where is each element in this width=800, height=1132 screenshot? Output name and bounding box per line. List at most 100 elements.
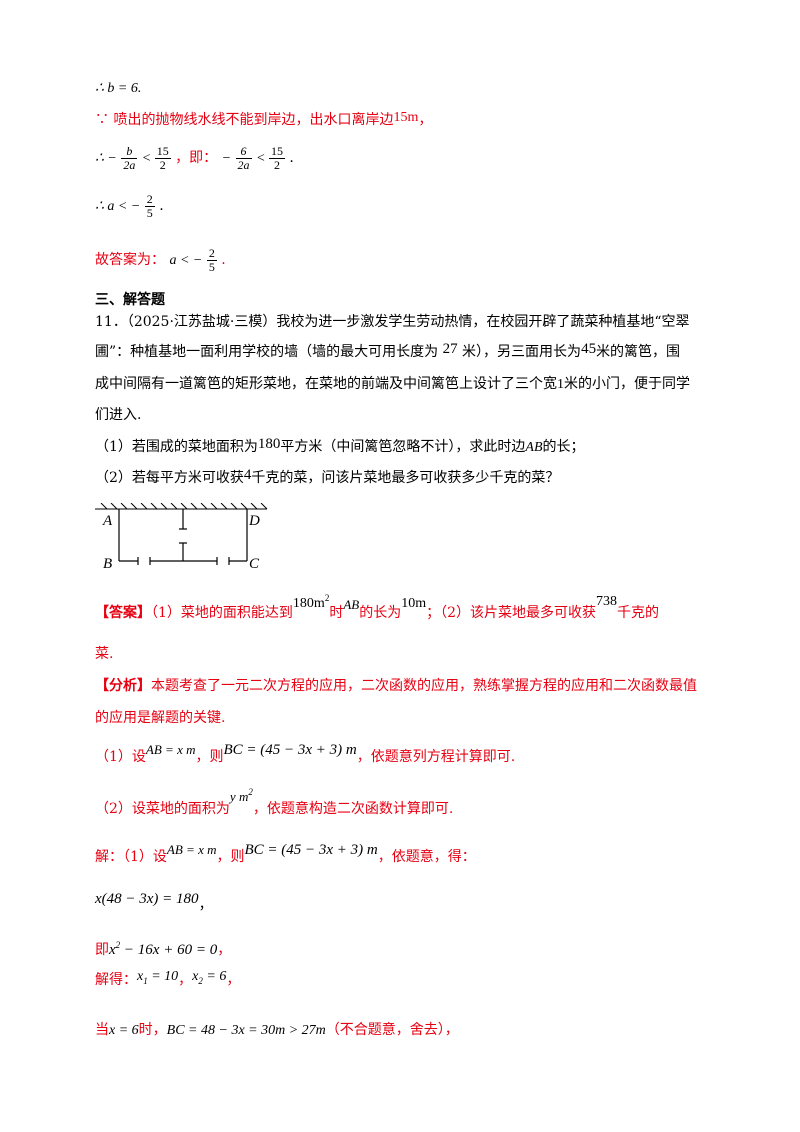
problem-line-4: 们进入.	[95, 407, 142, 423]
equation-3: 解得：x1 = 10，x2 = 6，	[95, 969, 240, 991]
fence	[118, 509, 248, 565]
txt: 时，	[138, 1022, 167, 1038]
value-180: 180	[257, 436, 281, 452]
den: 5	[208, 259, 215, 274]
sup: 2	[324, 593, 330, 603]
value-10m: 10m	[401, 596, 427, 611]
txt: 千克的	[617, 605, 660, 621]
txt: （1）设	[95, 749, 146, 765]
value-15m: 15m	[393, 110, 419, 125]
val: y m	[229, 789, 249, 804]
lt: <	[141, 151, 155, 166]
val: 180m	[292, 596, 325, 611]
txt: 平方米（中间篱笆忽略不计），求此时边	[280, 439, 526, 455]
txt: 时	[329, 605, 344, 621]
txt: 米），另三面用长为	[457, 344, 582, 360]
punct: ，	[418, 112, 433, 128]
analysis-line-1: 【分析】本题考查了一元二次方程的应用，二次函数的应用，熟练掌握方程的应用和二次函…	[95, 676, 697, 696]
equation-1: x(48 − 3x) = 180，	[95, 890, 213, 920]
den: 2a	[237, 157, 250, 172]
analysis-line-2: 的应用是解题的关键.	[95, 710, 226, 726]
problem-line-3: 成中间隔有一道篱笆的矩形菜地，在菜地的前端及中间篱笆上设计了三个宽1米的小门，便…	[95, 374, 690, 395]
rest: − 16x + 60 = 0	[120, 942, 218, 958]
txt: 米的篱笆，围	[596, 344, 681, 360]
txt: 解：（1）设	[95, 849, 167, 865]
root-2: x2 = 6	[192, 969, 227, 986]
line-b-equals-6: ∴ b = 6.	[95, 78, 141, 99]
txt: 千克的菜，问该片菜地最多可收获多少千克的菜？	[251, 470, 560, 486]
txt: 解得：	[95, 972, 137, 988]
num: 15	[268, 143, 285, 159]
punct: ，	[198, 897, 213, 913]
eq-x-48: x(48 − 3x) = 180	[95, 891, 199, 907]
den: 5	[146, 205, 153, 220]
num: 15	[154, 143, 171, 159]
txt: （1）若围成的菜地面积为	[95, 439, 258, 455]
val: = 6	[202, 969, 227, 984]
section-title: 三、解答题	[95, 292, 165, 308]
den: 2	[159, 157, 166, 172]
sup: 2	[115, 940, 121, 950]
equation-2: 即x2 − 16x + 60 = 0，	[95, 940, 231, 961]
txt: （2）若每平方米可收获	[95, 470, 244, 486]
answer-line-2: 菜.	[95, 646, 114, 662]
line-water-condition: ∵ 喷出的抛物线水线不能到岸边，出水口离岸边15m，	[95, 110, 432, 131]
analysis-step-2: （2）设菜地的面积为y m2 ，依题意构造二次函数计算即可.	[95, 787, 454, 824]
var: x	[192, 969, 199, 984]
solution-line-1: 解：（1）设AB = x m，则BC = (45 − 3x + 3) m，依题意…	[95, 842, 476, 872]
equation-4: 当x = 6时，BC = 48 − 3x = 30m > 27m（不合题意，舍去…	[95, 1020, 459, 1041]
analysis-step-1: （1）设AB = x m，则BC = (45 − 3x + 3) m，依题意列方…	[95, 742, 515, 772]
root-1: x1 = 10	[137, 969, 178, 986]
var: x	[137, 969, 144, 984]
num: 2	[206, 245, 217, 261]
txt: ，依题意，得：	[377, 849, 476, 865]
sub: 1	[143, 976, 148, 986]
lt: <	[255, 151, 269, 166]
label-d: D	[248, 513, 260, 529]
math-b-6: ∴ b = 6.	[95, 81, 142, 96]
txt: 成中间隔有一道篱笆的矩形菜地，在菜地的前端及中间篱笆上设计了三个宽	[95, 376, 557, 392]
therefore-a: ∴ a < −	[95, 199, 141, 214]
txt: 本题考查了一元二次方程的应用，二次函数的应用，熟练掌握方程的应用和二次函数最值	[151, 678, 697, 694]
num: 6	[235, 144, 252, 159]
eq-quadratic: x2 − 16x + 60 = 0	[109, 940, 218, 958]
den: 2	[273, 157, 280, 172]
math-bc: BC = (45 − 3x + 3) m	[223, 742, 357, 758]
text-ji: ，即：	[175, 150, 218, 166]
problem-line-2: 圃”：种植基地一面利用学校的墙（墙的最大可用长度为 27 米），另三面用长为45…	[95, 341, 681, 362]
math-ab-x: AB = x m	[145, 742, 196, 757]
garden-diagram: A D B C	[95, 503, 268, 572]
punct: ，	[217, 942, 232, 958]
txt: ，依题意构造二次函数计算即可.	[252, 801, 454, 817]
hatch-marks	[100, 503, 268, 510]
neg: −	[221, 151, 232, 166]
txt: ；（2）该片菜地最多可收获	[426, 605, 597, 621]
sup: 2	[248, 787, 253, 797]
txt: 的长为	[359, 605, 402, 621]
txt: （2）设菜地的面积为	[95, 801, 230, 817]
txt: ，则	[216, 849, 245, 865]
value-4: 4	[243, 467, 252, 483]
value-180m2: 180m2	[292, 593, 330, 611]
label-a: A	[102, 513, 113, 529]
value-45: 45	[581, 341, 597, 357]
var: x	[109, 942, 116, 958]
math-bc-30: BC = 48 − 3x = 30m > 27m	[166, 1023, 326, 1038]
question-1: （1）若围成的菜地面积为180平方米（中间篱笆忽略不计），求此时边AB的长；	[95, 436, 585, 458]
value-1: 1	[557, 377, 564, 392]
text-answer: 故答案为：	[95, 252, 165, 268]
math-ab-x: AB = x m	[166, 842, 217, 857]
txt: （1）菜地的面积能达到	[151, 605, 293, 621]
txt: 米的小门，便于同学	[564, 376, 690, 392]
txt: 的长；	[542, 439, 585, 455]
therefore-neg: ∴ −	[95, 151, 117, 166]
